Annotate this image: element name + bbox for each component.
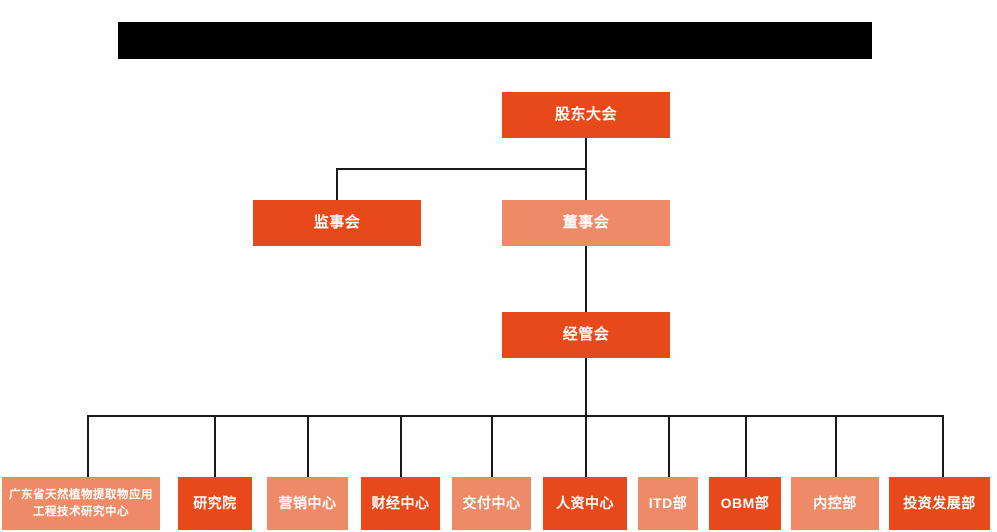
node-board-of-directors-label: 董事会	[562, 213, 610, 231]
node-department-obm[interactable]: OBM部	[709, 477, 781, 530]
node-department-investment-development-label: 投资发展部	[903, 494, 976, 511]
node-department-finance-center-label: 财经中心	[371, 494, 430, 511]
node-department-institute[interactable]: 研究院	[178, 477, 252, 530]
connector-to-directors	[585, 168, 587, 200]
connector-shareholders-down	[585, 138, 587, 170]
node-shareholders-meeting[interactable]: 股东大会	[502, 92, 670, 138]
connector-drop-dept-10	[942, 415, 944, 477]
node-department-itd-label: ITD部	[648, 494, 688, 511]
node-management-committee[interactable]: 经管会	[502, 312, 670, 358]
connector-directors-to-management	[585, 244, 587, 313]
connector-drop-dept-8	[745, 415, 747, 477]
connector-drop-dept-9	[835, 415, 837, 477]
redacted-title-bar	[118, 22, 872, 59]
node-board-of-supervisors-label: 监事会	[313, 213, 361, 231]
node-department-research-center[interactable]: 广东省天然植物提取物应用工程技术研究中心	[2, 477, 160, 530]
node-board-of-directors[interactable]: 董事会	[502, 200, 670, 246]
node-department-marketing-center-label: 营销中心	[278, 494, 337, 511]
node-shareholders-meeting-label: 股东大会	[554, 105, 617, 123]
connector-drop-dept-3	[307, 415, 309, 477]
node-department-internal-control[interactable]: 内控部	[791, 477, 879, 530]
node-department-delivery-center-label: 交付中心	[462, 494, 521, 511]
node-department-delivery-center[interactable]: 交付中心	[452, 477, 531, 530]
node-department-internal-control-label: 内控部	[813, 494, 857, 511]
node-department-hr-center-label: 人资中心	[556, 494, 614, 511]
node-department-finance-center[interactable]: 财经中心	[361, 477, 440, 530]
connector-drop-dept-6	[585, 415, 587, 477]
node-department-hr-center[interactable]: 人资中心	[543, 477, 627, 530]
node-department-marketing-center[interactable]: 营销中心	[267, 477, 348, 530]
connector-management-down	[585, 357, 587, 416]
node-department-itd[interactable]: ITD部	[638, 477, 698, 530]
node-department-institute-label: 研究院	[193, 494, 237, 511]
node-board-of-supervisors[interactable]: 监事会	[253, 200, 421, 246]
connector-department-bus	[87, 415, 943, 417]
connector-drop-dept-2	[214, 415, 216, 477]
connector-drop-dept-1	[87, 415, 89, 477]
connector-drop-dept-5	[491, 415, 493, 477]
node-department-investment-development[interactable]: 投资发展部	[889, 477, 990, 530]
connector-to-supervisors	[336, 168, 338, 200]
node-department-obm-label: OBM部	[720, 494, 770, 511]
node-department-research-center-label: 广东省天然植物提取物应用工程技术研究中心	[9, 488, 153, 518]
connector-drop-dept-7	[668, 415, 670, 477]
connector-level2-bus	[336, 168, 587, 170]
node-management-committee-label: 经管会	[562, 325, 610, 343]
connector-drop-dept-4	[400, 415, 402, 477]
